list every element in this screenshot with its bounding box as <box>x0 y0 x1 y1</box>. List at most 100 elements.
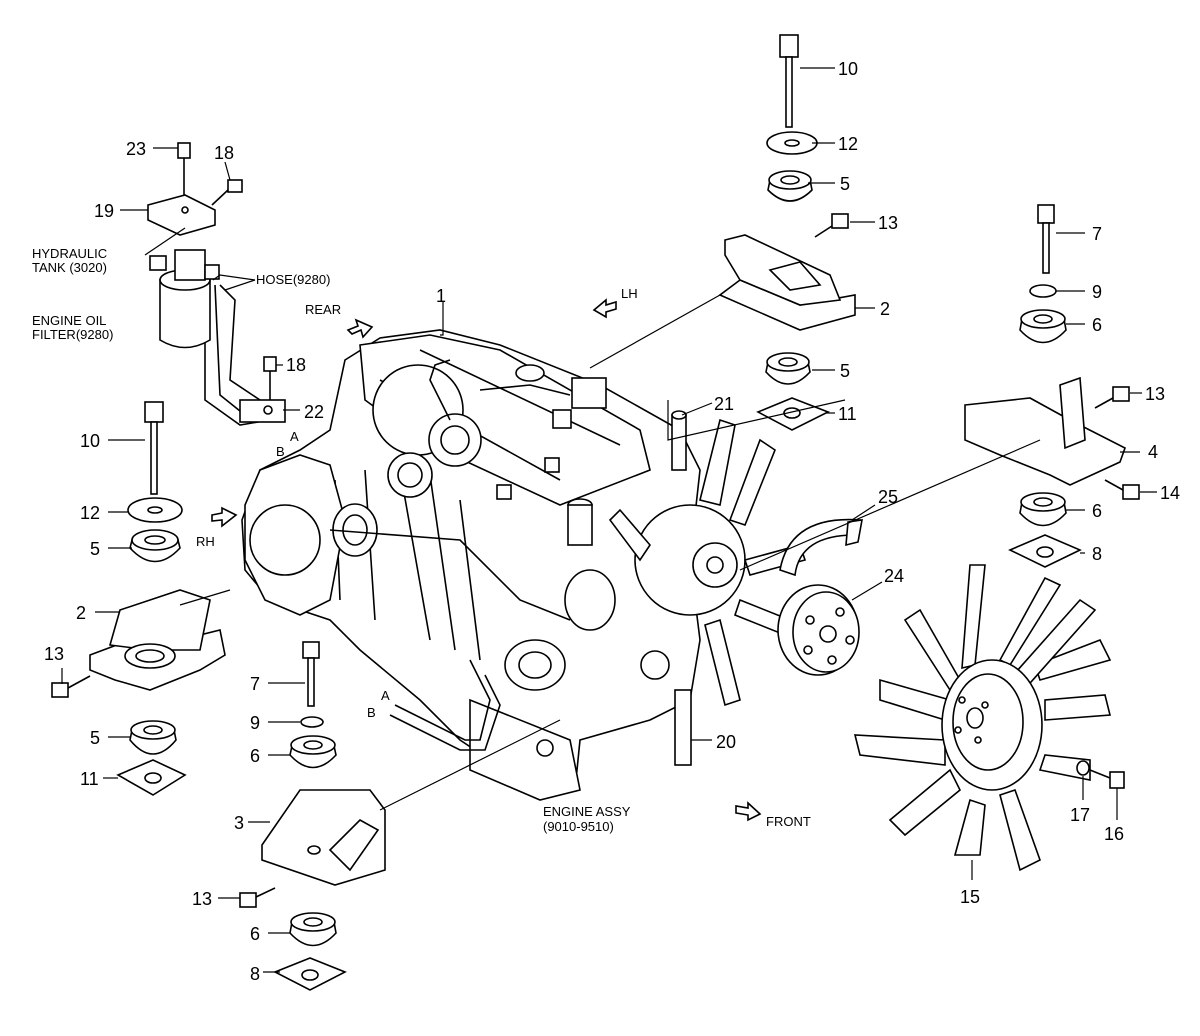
rubber-mount-6-right-upper <box>1019 309 1067 344</box>
bolt-7-upper <box>1037 204 1055 274</box>
callout-6-right-upper: 6 <box>1092 315 1102 335</box>
washer-12-rh <box>127 497 183 523</box>
callout-19: 19 <box>94 201 114 221</box>
engine-assembly <box>241 329 746 801</box>
rubber-mount-6-right-lower <box>1019 492 1067 527</box>
callout-9-upper: 9 <box>1092 282 1102 302</box>
callout-13-lh: 13 <box>878 213 898 233</box>
bracket-3 <box>261 789 386 886</box>
hose-end-a-lower: A <box>381 688 390 703</box>
callout-13-rh: 13 <box>44 644 64 664</box>
hydraulic-tank-label-line2: TANK (3020) <box>32 260 107 275</box>
callout-25: 25 <box>878 487 898 507</box>
lh-arrow-icon <box>592 298 617 319</box>
bolt-16 <box>1089 769 1125 789</box>
front-arrow-icon <box>735 801 762 822</box>
callout-5-lh-upper: 5 <box>840 174 850 194</box>
rubber-mount-5-lh-upper <box>767 170 813 202</box>
callout-13-lower: 13 <box>192 889 212 909</box>
hose-21 <box>671 410 687 471</box>
bolt-10-rh <box>144 401 164 495</box>
callout-10-lh: 10 <box>838 59 858 79</box>
hydraulic-tank-label-line1: HYDRAULIC <box>32 246 107 261</box>
callout-7-lower: 7 <box>250 674 260 694</box>
plate-11-rh <box>116 759 187 796</box>
callout-5-rh-upper: 5 <box>90 539 100 559</box>
hose-end-b-upper: B <box>276 444 285 459</box>
callout-10-rh: 10 <box>80 431 100 451</box>
bolt-7-lower <box>302 641 320 707</box>
rubber-mount-6-lower-lower <box>289 912 337 947</box>
callout-2-lh: 2 <box>880 299 890 319</box>
rubber-mount-5-lh-lower <box>765 352 811 385</box>
bolt-23 <box>177 142 191 195</box>
callout-6-lower-lower: 6 <box>250 924 260 944</box>
callout-6-right-lower: 6 <box>1092 501 1102 521</box>
rh-direction-label: RH <box>196 534 215 549</box>
bolt-13-lh <box>814 213 849 238</box>
callout-numbers: 1 2 2 3 4 5 5 5 5 6 6 6 6 7 7 8 8 9 9 10… <box>44 59 1180 984</box>
callout-18-upper: 18 <box>214 143 234 163</box>
callout-12-lh: 12 <box>838 134 858 154</box>
callout-16: 16 <box>1104 824 1124 844</box>
lh-direction-label: LH <box>621 286 638 301</box>
callout-22: 22 <box>304 402 324 422</box>
rear-arrow-icon <box>346 318 374 339</box>
bracket-2-lh <box>718 234 856 331</box>
bolt-13-rh <box>51 675 91 698</box>
washer-9-upper <box>1029 284 1057 298</box>
callout-8-lower: 8 <box>250 964 260 984</box>
callout-15: 15 <box>960 887 980 907</box>
hose-end-b-lower: B <box>367 705 376 720</box>
rubber-mount-5-rh-upper <box>129 529 181 563</box>
hose-end-a-upper: A <box>290 429 299 444</box>
callout-1: 1 <box>436 286 446 306</box>
rubber-mount-6-lower-upper <box>289 735 337 769</box>
washer-12-lh <box>766 131 818 155</box>
bolt-10-lh <box>779 34 799 128</box>
bolt-18-upper <box>211 179 243 206</box>
engine-assy-label-line1: ENGINE ASSY <box>543 804 631 819</box>
callout-7-upper: 7 <box>1092 224 1102 244</box>
callout-24: 24 <box>884 566 904 586</box>
filter-bracket-19 <box>147 194 216 236</box>
bolt-13-lower <box>239 887 276 908</box>
callout-8-right: 8 <box>1092 544 1102 564</box>
engine-fan-blades <box>608 418 807 707</box>
washer-9-lower <box>300 716 324 728</box>
callout-23: 23 <box>126 139 146 159</box>
rubber-mount-5-rh-lower <box>129 720 177 755</box>
callout-12-rh: 12 <box>80 503 100 523</box>
callout-11-lh: 11 <box>838 404 857 424</box>
callout-4: 4 <box>1148 442 1158 462</box>
engine-assy-label-line2: (9010-9510) <box>543 819 614 834</box>
callout-20: 20 <box>716 732 736 752</box>
callout-6-lower-upper: 6 <box>250 746 260 766</box>
front-direction-label: FRONT <box>766 814 811 829</box>
leader-lines <box>61 67 1157 973</box>
callout-17: 17 <box>1070 805 1090 825</box>
engine-oil-filter-label-line2: FILTER(9280) <box>32 327 113 342</box>
callout-18-lower: 18 <box>286 355 306 375</box>
callout-5-lh-lower: 5 <box>840 361 850 381</box>
pulley-24 <box>777 584 860 676</box>
hose-pair-lower <box>389 659 501 751</box>
plate-8-lower <box>273 957 347 991</box>
bracket-4 <box>964 376 1126 486</box>
plate-8-right <box>1008 534 1082 568</box>
callout-2-rh: 2 <box>76 603 86 623</box>
callout-14: 14 <box>1160 483 1180 503</box>
bolt-13-right <box>1094 386 1130 409</box>
rh-arrow-icon <box>211 506 238 528</box>
engine-oil-filter-label-line1: ENGINE OIL <box>32 313 106 328</box>
hose-label: HOSE(9280) <box>256 272 330 287</box>
callout-5-rh-lower: 5 <box>90 728 100 748</box>
callout-21: 21 <box>714 394 734 414</box>
bolt-18-lower <box>263 356 277 400</box>
callout-13-right: 13 <box>1145 384 1165 404</box>
bracket-2-rh <box>89 589 226 691</box>
callout-9-lower: 9 <box>250 713 260 733</box>
plate-11-lh <box>756 397 830 431</box>
